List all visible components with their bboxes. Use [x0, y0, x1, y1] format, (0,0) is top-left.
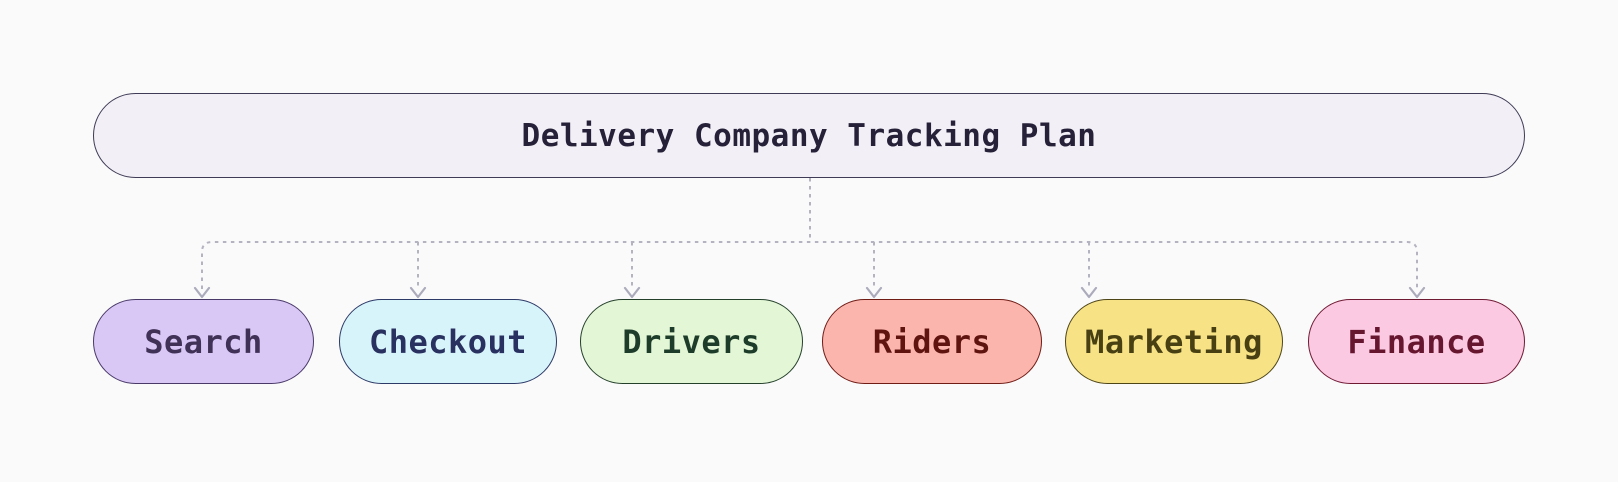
- node-search[interactable]: Search: [93, 299, 314, 384]
- arrowhead-chevrons: [193, 286, 1426, 299]
- marketing-node-label: Marketing: [1085, 322, 1263, 361]
- search-node-label: Search: [144, 322, 263, 361]
- root-node-label: Delivery Company Tracking Plan: [521, 117, 1097, 154]
- checkout-node-label: Checkout: [368, 322, 528, 361]
- drivers-node-label: Drivers: [622, 322, 761, 361]
- node-finance[interactable]: Finance: [1308, 299, 1525, 384]
- node-riders[interactable]: Riders: [822, 299, 1042, 384]
- node-marketing[interactable]: Marketing: [1065, 299, 1283, 384]
- connector-dashed-lines: [201, 178, 1418, 289]
- finance-node-label: Finance: [1347, 322, 1486, 361]
- node-drivers[interactable]: Drivers: [580, 299, 803, 384]
- riders-node-label: Riders: [872, 322, 992, 361]
- node-tracking-plan-root[interactable]: Delivery Company Tracking Plan: [93, 93, 1525, 178]
- node-checkout[interactable]: Checkout: [339, 299, 557, 384]
